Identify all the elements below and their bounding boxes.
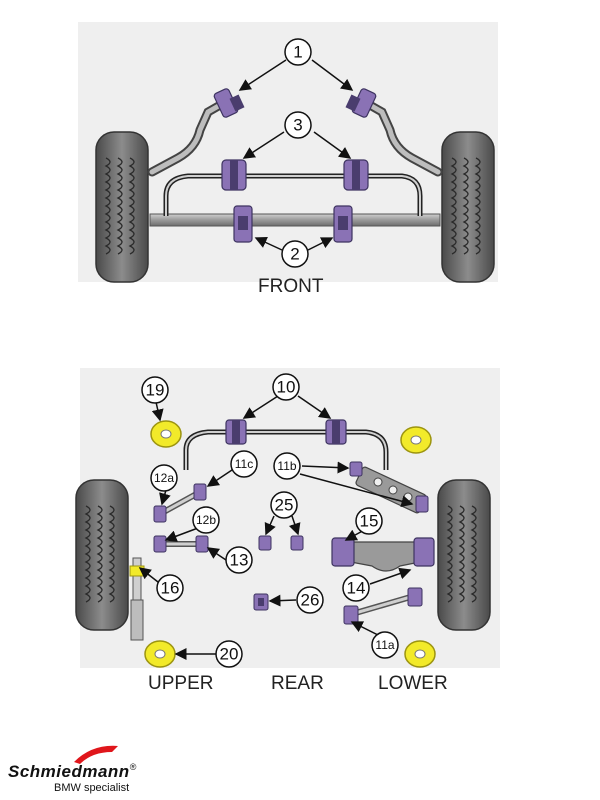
upper-arm-12b-13 (153, 535, 209, 553)
rear-callout-20: 20 (215, 640, 243, 668)
svg-text:12b: 12b (196, 513, 216, 527)
rear-callout-13: 13 (225, 546, 253, 574)
bush-2-right (333, 205, 353, 243)
front-crossmember (149, 213, 441, 227)
svg-text:11a: 11a (375, 638, 394, 652)
svg-text:2: 2 (290, 245, 299, 264)
rear-callout-26: 26 (296, 586, 324, 614)
bush-20-yellow-mount-right (404, 640, 436, 668)
bush-3-left (221, 159, 247, 191)
logo-tagline: BMW specialist (54, 782, 130, 794)
rear-background-panel (80, 368, 500, 668)
bush-19-yellow-mount-right (400, 426, 432, 454)
shock-absorber-16 (129, 557, 145, 641)
svg-text:14: 14 (347, 579, 366, 598)
front-left-tyre (95, 131, 149, 283)
upper-arm-12a-11c (153, 483, 207, 523)
front-label: FRONT (258, 276, 324, 297)
front-callout-1: 1 (284, 38, 312, 66)
rear-callout-19: 19 (141, 376, 169, 404)
rear-callout-12b: 12b (192, 506, 220, 534)
rear-section: 19 10 12a 11c 11b 15 12b 25 (75, 368, 500, 694)
rear-callout-16: 16 (156, 574, 184, 602)
rear-callout-arrows (138, 395, 414, 660)
lower-carrier-15 (331, 537, 435, 572)
rear-callout-11b: 11b (273, 452, 301, 480)
svg-text:11b: 11b (277, 459, 296, 473)
rear-left-tyre (75, 479, 129, 631)
front-callout-arrows (238, 59, 354, 251)
svg-text:15: 15 (360, 512, 379, 531)
bush-2-left (233, 205, 253, 243)
rear-callout-12a: 12a (150, 464, 178, 492)
lower-label: LOWER (378, 673, 448, 694)
bush-1-left (213, 88, 245, 118)
bush-10-left (225, 419, 247, 445)
rear-callout-25: 25 (270, 491, 298, 519)
upper-label: UPPER (148, 673, 213, 694)
svg-text:25: 25 (275, 496, 294, 515)
bush-26 (253, 593, 269, 611)
front-section: 1 3 2 FRONT (78, 22, 498, 297)
svg-text:11c: 11c (235, 457, 253, 471)
rear-callout-10: 10 (272, 373, 300, 401)
logo-registered-mark: ® (129, 762, 137, 772)
rear-callout-11a: 11a (371, 631, 399, 659)
logo-swoosh-icon (74, 745, 118, 764)
svg-text:13: 13 (230, 551, 249, 570)
svg-text:16: 16 (161, 579, 180, 598)
bush-19-yellow-mount (150, 420, 182, 448)
front-right-tyre (441, 131, 495, 283)
svg-text:12a: 12a (154, 471, 174, 485)
logo-name: Schmiedmann® (8, 762, 137, 781)
svg-text:3: 3 (293, 116, 302, 135)
svg-text:1: 1 (293, 43, 302, 62)
lower-arm-11a (343, 587, 423, 625)
svg-text:20: 20 (220, 645, 239, 664)
front-callout-3: 3 (284, 111, 312, 139)
svg-text:10: 10 (277, 378, 296, 397)
rear-callout-11c: 11c (230, 450, 258, 478)
schmiedmann-logo: Schmiedmann® BMW specialist (8, 742, 188, 798)
bush-10-right (325, 419, 347, 445)
svg-text:26: 26 (301, 591, 320, 610)
front-callout-2: 2 (281, 240, 309, 268)
bush-20-yellow-mount (144, 640, 176, 668)
rear-callout-14: 14 (342, 574, 370, 602)
rear-callout-15: 15 (355, 507, 383, 535)
rear-right-tyre (437, 479, 491, 631)
bush-25 (258, 535, 304, 551)
bush-1-right (345, 88, 377, 118)
bush-3-right (343, 159, 369, 191)
rear-label: REAR (271, 673, 324, 694)
svg-text:19: 19 (146, 381, 165, 400)
